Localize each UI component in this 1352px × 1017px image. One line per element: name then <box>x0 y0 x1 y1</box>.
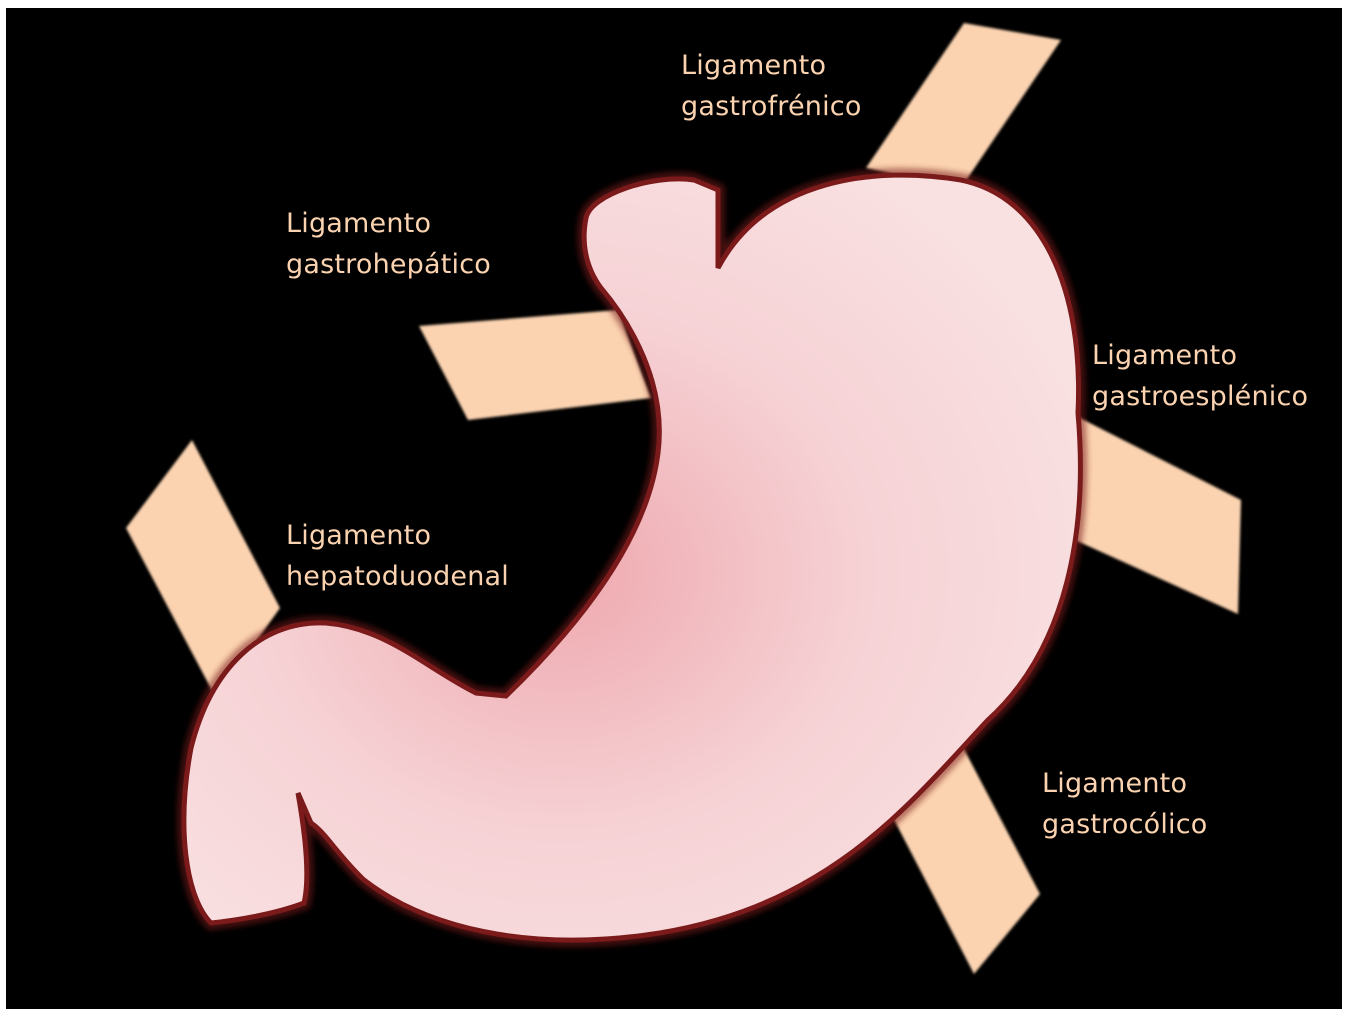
label-ligamento-gastrocolico: Ligamento gastrocólico <box>1042 763 1208 845</box>
label-line: gastrocólico <box>1042 804 1208 845</box>
label-line: Ligamento <box>681 45 862 86</box>
label-ligamento-gastrofrenico: Ligamento gastrofrénico <box>681 45 862 127</box>
stomach-ligaments-diagram <box>6 8 1342 1009</box>
label-line: Ligamento <box>286 203 491 244</box>
gastroesplenico-ligament <box>1066 416 1241 614</box>
label-line: Ligamento <box>286 515 509 556</box>
label-line: Ligamento <box>1092 335 1308 376</box>
label-line: hepatoduodenal <box>286 556 509 597</box>
gastrofrenico-ligament <box>866 23 1061 188</box>
label-ligamento-gastroesplenico: Ligamento gastroesplénico <box>1092 335 1308 417</box>
gastrohepatico-ligament <box>419 310 651 420</box>
label-line: gastrohepático <box>286 244 491 285</box>
diagram-slide: Ligamento gastrofrénico Ligamento gastro… <box>6 8 1342 1009</box>
label-line: gastrofrénico <box>681 86 862 127</box>
label-ligamento-hepatoduodenal: Ligamento hepatoduodenal <box>286 515 509 597</box>
label-line: gastroesplénico <box>1092 376 1308 417</box>
label-ligamento-gastrohepatico: Ligamento gastrohepático <box>286 203 491 285</box>
label-line: Ligamento <box>1042 763 1208 804</box>
